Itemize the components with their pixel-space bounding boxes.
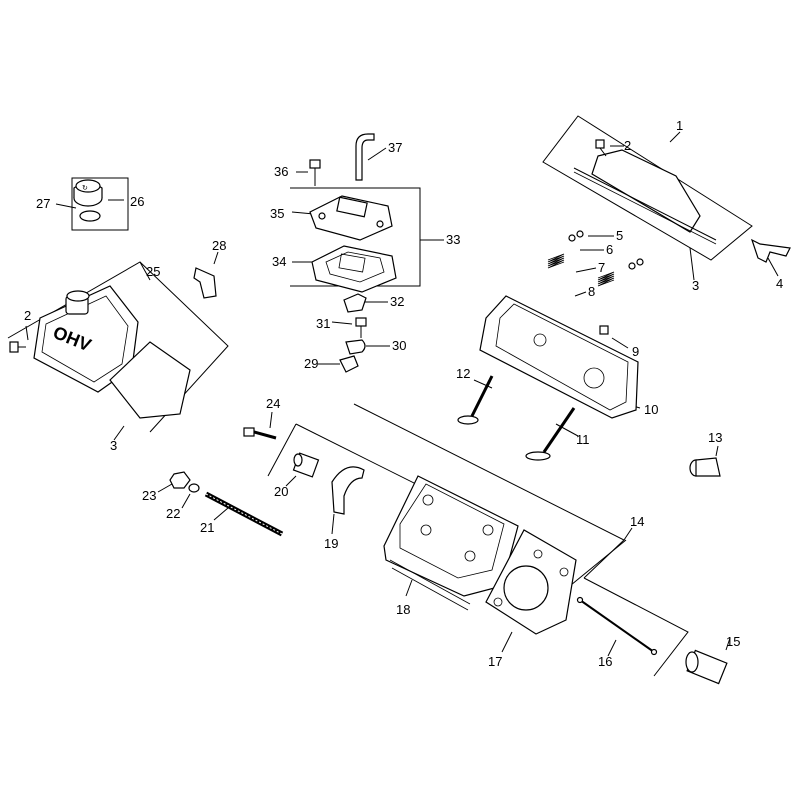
callout-13: 13 xyxy=(708,430,722,445)
callout-14: 14 xyxy=(630,514,644,529)
callout-29: 29 xyxy=(304,356,318,371)
breather-cover xyxy=(309,195,393,241)
valve-11 xyxy=(525,407,576,461)
o-ring-27 xyxy=(79,210,101,222)
screw-2-right xyxy=(595,139,607,157)
callout-3-right: 3 xyxy=(692,278,699,293)
callout-19: 19 xyxy=(324,536,338,551)
callout-3-left: 3 xyxy=(110,438,117,453)
rocker-cover xyxy=(573,149,717,245)
callout-36: 36 xyxy=(274,164,288,179)
callout-20: 20 xyxy=(274,484,288,499)
callout-9: 9 xyxy=(632,344,639,359)
breather-filter xyxy=(343,293,367,313)
lifter-15 xyxy=(685,649,728,685)
callout-26: 26 xyxy=(130,194,144,209)
bracket-4 xyxy=(750,238,791,263)
callout-23: 23 xyxy=(142,488,156,503)
callout-28: 28 xyxy=(212,238,226,253)
screw-2-left xyxy=(9,341,26,353)
sleeve-20 xyxy=(292,452,320,478)
callout-30: 30 xyxy=(392,338,406,353)
nut-23 xyxy=(169,471,191,489)
valve-12 xyxy=(457,375,494,425)
cylinder-head-upper xyxy=(479,295,639,419)
callout-18: 18 xyxy=(396,602,410,617)
callout-16: 16 xyxy=(598,654,612,669)
valve-springs xyxy=(547,230,644,335)
clip-29 xyxy=(339,355,359,373)
callout-32: 32 xyxy=(390,294,404,309)
callout-27: 27 xyxy=(36,196,50,211)
callout-5: 5 xyxy=(616,228,623,243)
callout-labels: 1 2 3 4 5 6 7 8 9 10 11 12 13 14 15 16 1… xyxy=(24,118,783,669)
part-13 xyxy=(689,457,721,477)
bolt-24 xyxy=(243,427,277,440)
callout-7: 7 xyxy=(598,260,605,275)
callout-21: 21 xyxy=(200,520,214,535)
valve-cover-gasket-left xyxy=(109,341,191,419)
washer-22 xyxy=(188,483,200,493)
callout-12: 12 xyxy=(456,366,470,381)
clip-30 xyxy=(345,339,366,355)
svg-text:↻: ↻ xyxy=(82,185,88,192)
valve-cover: OHV xyxy=(33,285,139,393)
callout-15: 15 xyxy=(726,634,740,649)
callout-24: 24 xyxy=(266,396,280,411)
callout-8: 8 xyxy=(588,284,595,299)
callout-17: 17 xyxy=(488,654,502,669)
callout-34: 34 xyxy=(272,254,286,269)
callout-2-left: 2 xyxy=(24,308,31,323)
head-gasket xyxy=(485,529,577,635)
callout-37: 37 xyxy=(388,140,402,155)
bolt-36 xyxy=(309,159,321,186)
callout-2-right: 2 xyxy=(624,138,631,153)
push-rod xyxy=(576,596,658,656)
deflector-19 xyxy=(331,466,365,515)
callout-33: 33 xyxy=(446,232,460,247)
callout-1: 1 xyxy=(676,118,683,133)
breather-reed-plate xyxy=(311,245,397,293)
stud-21 xyxy=(204,491,284,537)
screw-31 xyxy=(355,317,367,338)
callout-22: 22 xyxy=(166,506,180,521)
callout-6: 6 xyxy=(606,242,613,257)
callout-35: 35 xyxy=(270,206,284,221)
breather-tube xyxy=(355,133,375,181)
callout-11: 11 xyxy=(576,432,590,447)
callout-4: 4 xyxy=(776,276,783,291)
callout-10: 10 xyxy=(644,402,658,417)
bracket-28 xyxy=(193,267,217,299)
callout-25: 25 xyxy=(146,264,160,279)
oil-fill-cap: ↻ xyxy=(73,179,103,207)
callout-31: 31 xyxy=(316,316,330,331)
